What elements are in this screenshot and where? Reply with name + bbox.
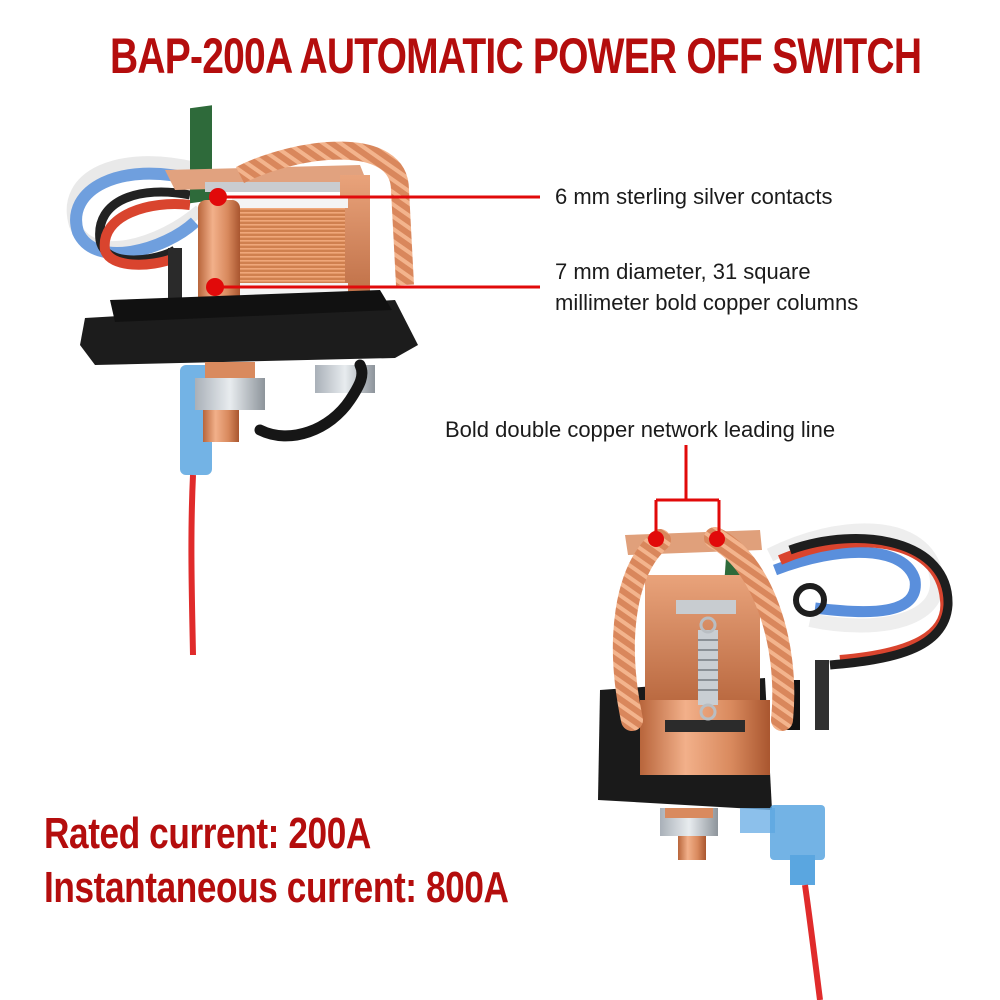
callout-columns-line-1: 7 mm diameter, 31 square [555, 259, 811, 284]
callout-network-line-1: Bold double copper network leading line [445, 417, 836, 442]
callout-columns-line-2: millimeter bold copper columns [555, 290, 859, 315]
callout-pointer-columns [206, 278, 540, 296]
relay-side-view [598, 523, 953, 1000]
callout-contacts: 6 mm sterling silver contacts [555, 181, 833, 212]
callout-columns: 7 mm diameter, 31 square millimeter bold… [555, 256, 858, 318]
callout-contacts-line-1: 6 mm sterling silver contacts [555, 184, 833, 209]
relay-front-view [66, 105, 418, 656]
spec-instantaneous-current: Instantaneous current: 800A [44, 863, 509, 912]
callout-pointer-contacts [209, 188, 540, 206]
callout-pointer-network [648, 445, 725, 547]
spec-rated-current: Rated current: 200A [44, 809, 371, 858]
product-title: BAP-200A AUTOMATIC POWER OFF SWITCH [110, 28, 922, 84]
callout-network: Bold double copper network leading line [445, 414, 835, 445]
